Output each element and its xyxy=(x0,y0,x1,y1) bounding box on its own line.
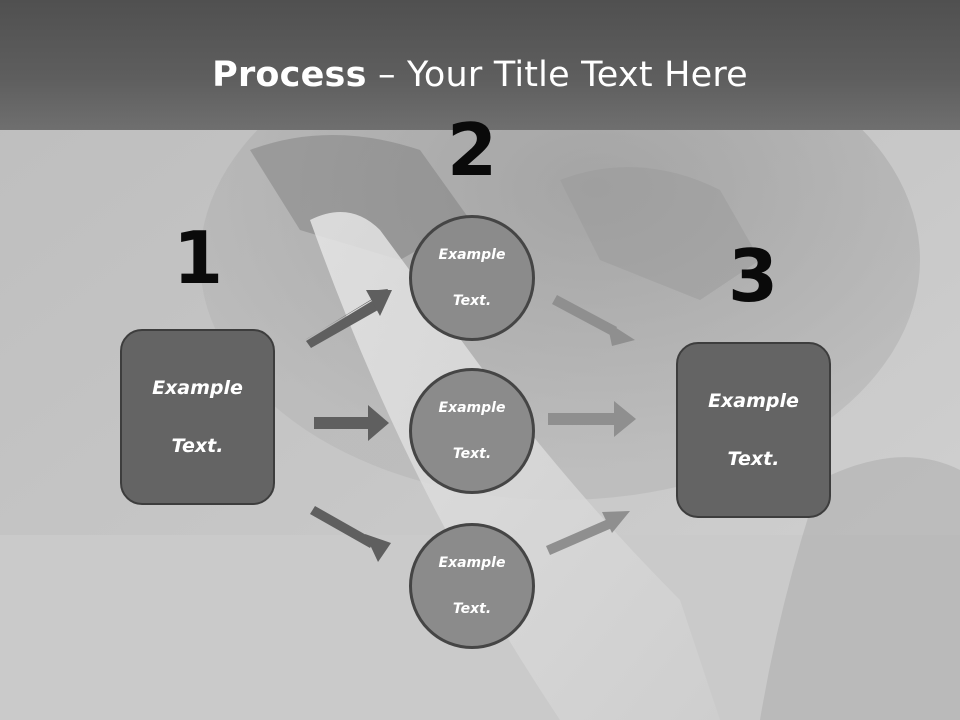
arrow-down-right-left xyxy=(310,506,391,562)
slide-title: Process – Your Title Text Here xyxy=(0,52,960,98)
step-number-3: 3 xyxy=(727,234,779,318)
step-number-1: 1 xyxy=(172,216,224,300)
left-box-line1: Example xyxy=(152,376,243,399)
circle-bottom-line2: Text. xyxy=(452,600,492,617)
right-box-line2: Text. xyxy=(727,447,780,470)
arrow-up-right-right xyxy=(546,511,630,555)
arrow-up-right-left xyxy=(305,289,392,348)
circle-top-line1: Example xyxy=(438,246,506,263)
left-box-line2: Text. xyxy=(171,434,224,457)
circle-middle-line1: Example xyxy=(438,399,506,416)
circle-middle-line2: Text. xyxy=(452,445,492,462)
circle-bottom-line1: Example xyxy=(438,554,506,571)
right-box-line1: Example xyxy=(708,389,799,412)
title-band xyxy=(0,0,960,130)
arrow-right-left xyxy=(314,405,389,441)
title-bold-word: Process xyxy=(212,55,367,95)
circle-top-line2: Text. xyxy=(452,292,492,309)
arrow-right-right xyxy=(548,401,636,437)
arrow-down-right-right xyxy=(552,295,635,346)
step-number-2: 2 xyxy=(446,108,498,192)
title-rest: – Your Title Text Here xyxy=(366,55,748,95)
